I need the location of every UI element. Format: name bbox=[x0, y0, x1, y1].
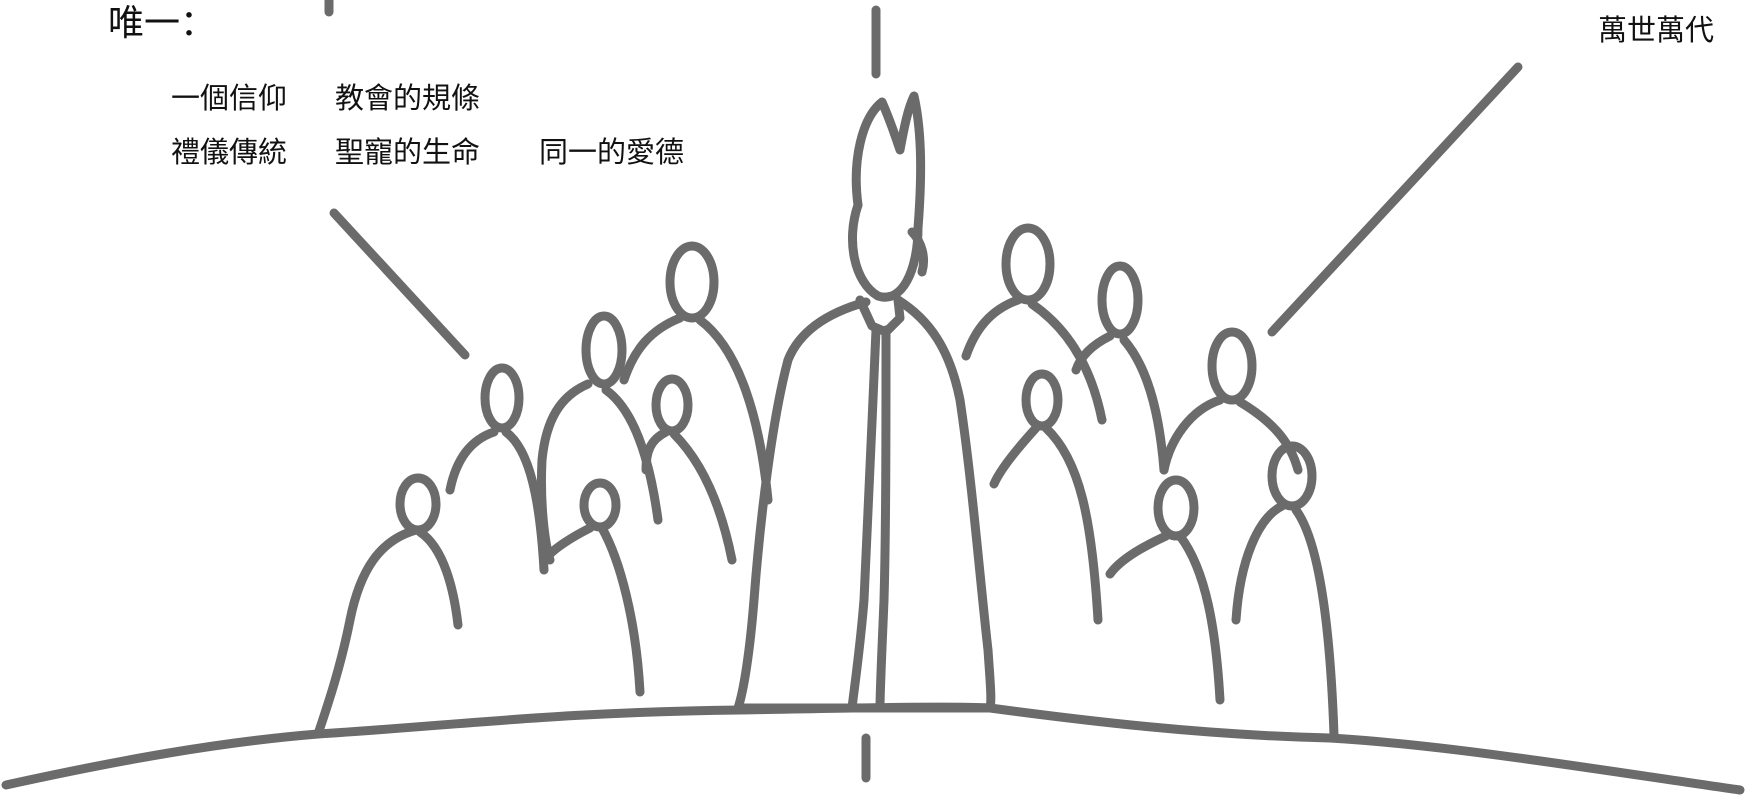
person-body bbox=[1071, 331, 1169, 475]
person-head bbox=[395, 473, 441, 535]
person-body bbox=[1231, 501, 1339, 740]
person-head bbox=[579, 478, 621, 532]
person-head bbox=[581, 311, 627, 389]
person-body bbox=[1105, 531, 1225, 705]
bishop-figure bbox=[733, 91, 996, 713]
bishop-right-side bbox=[893, 295, 996, 713]
caption-phrase: 聖寵的生命 bbox=[335, 135, 481, 169]
person-body bbox=[961, 295, 1107, 425]
heading-title: 唯一： bbox=[108, 3, 217, 44]
caption-phrase: 禮儀傳統 bbox=[171, 135, 288, 169]
person-body bbox=[989, 423, 1103, 625]
person-head bbox=[1097, 261, 1143, 339]
bishop-ribbon bbox=[907, 227, 929, 277]
caption-phrase: 同一的愛德 bbox=[539, 135, 685, 169]
person-body bbox=[445, 427, 549, 575]
person-head bbox=[480, 363, 524, 433]
person-head bbox=[1207, 327, 1257, 405]
person-body bbox=[1159, 395, 1303, 475]
caption-phrase: 一個信仰 bbox=[171, 81, 288, 115]
person-body bbox=[619, 313, 773, 505]
caption-phrase: 教會的規條 bbox=[335, 81, 481, 115]
right-pointer-line bbox=[1267, 62, 1523, 337]
right-caption: 萬世萬代 bbox=[1597, 13, 1714, 47]
bishop-head bbox=[848, 200, 923, 302]
left-crowd bbox=[313, 241, 773, 739]
person-body bbox=[641, 427, 737, 565]
left-pointer-line bbox=[329, 208, 470, 360]
person-body bbox=[545, 523, 645, 697]
ground-line bbox=[1, 702, 1745, 795]
bishop-left-side bbox=[733, 297, 871, 713]
person-head bbox=[665, 241, 719, 323]
person-head bbox=[1153, 475, 1199, 541]
right-crowd bbox=[961, 223, 1339, 740]
bishop-mitre bbox=[851, 91, 926, 233]
person-body bbox=[313, 525, 463, 739]
person-head bbox=[1001, 223, 1055, 305]
person-head bbox=[651, 374, 693, 436]
bishop-stole-right bbox=[875, 325, 891, 713]
bishop-stole-left bbox=[847, 325, 881, 713]
person-head bbox=[1021, 369, 1063, 431]
person-body bbox=[536, 379, 663, 565]
person-head bbox=[1267, 441, 1317, 511]
